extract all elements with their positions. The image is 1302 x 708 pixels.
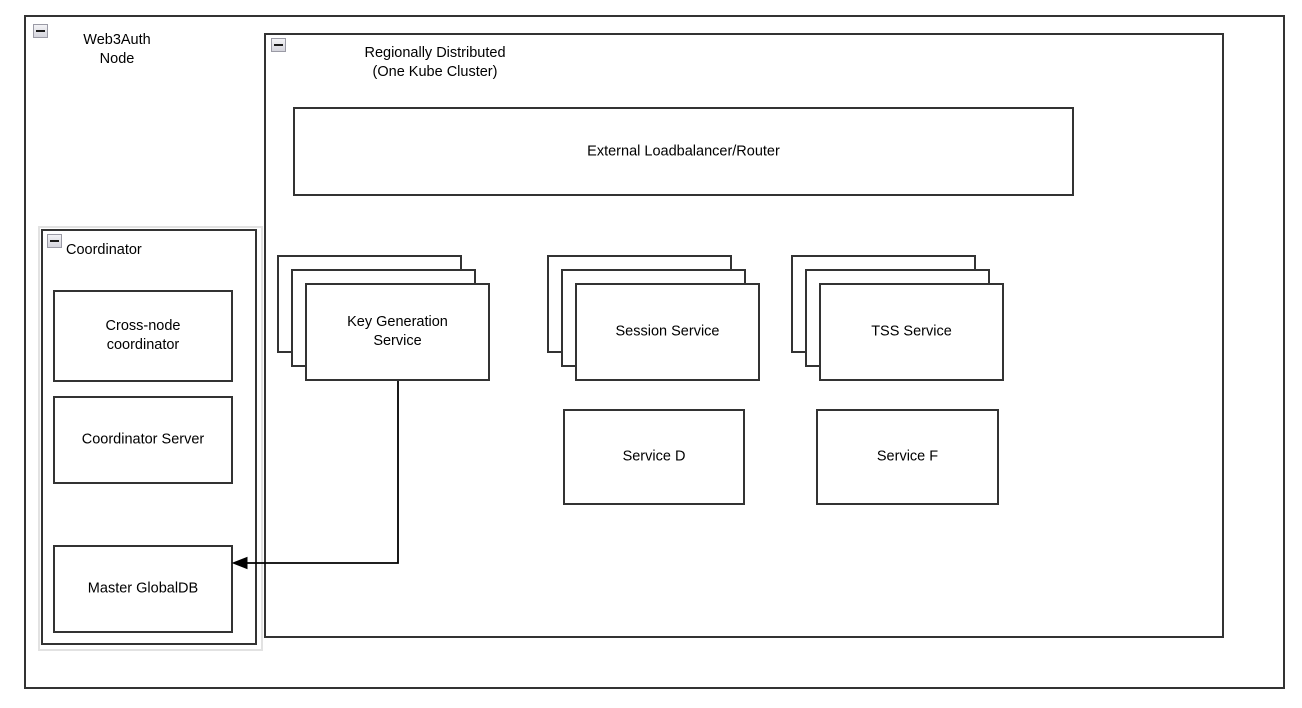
- node-external-loadbalancer[interactable]: External Loadbalancer/Router: [293, 107, 1074, 196]
- node-service-d[interactable]: Service D: [563, 409, 745, 505]
- collapse-minus-icon-coordinator[interactable]: [47, 234, 62, 248]
- stack-layer-front[interactable]: TSS Service: [819, 283, 1004, 381]
- node-coordinator-server[interactable]: Coordinator Server: [53, 396, 233, 484]
- node-label-tss-service: TSS Service: [871, 323, 952, 340]
- node-label-cross-node-coordinator: Cross-node coordinator: [105, 318, 181, 353]
- node-label-service-d: Service D: [622, 448, 686, 465]
- node-label-session-service: Session Service: [615, 323, 720, 340]
- node-label-key-generation-service: Key Generation Service: [347, 314, 448, 349]
- collapse-minus-icon-kube-cluster[interactable]: [271, 38, 286, 52]
- group-label-kube-cluster: Regionally Distributed (One Kube Cluster…: [364, 45, 506, 80]
- node-label-master-globaldb: Master GlobalDB: [87, 580, 199, 597]
- node-stack-session-service[interactable]: Session Service: [547, 255, 760, 381]
- node-label-coordinator-server: Coordinator Server: [81, 431, 205, 448]
- node-label-service-f: Service F: [876, 448, 939, 465]
- node-label-external-loadbalancer: External Loadbalancer/Router: [587, 143, 780, 159]
- node-stack-key-generation-service[interactable]: Key Generation Service: [277, 255, 490, 381]
- group-label-web3auth-node: Web3Auth Node: [83, 32, 151, 67]
- node-service-f[interactable]: Service F: [816, 409, 999, 505]
- group-label-coordinator: Coordinator: [66, 242, 142, 258]
- node-cross-node-coordinator[interactable]: Cross-node coordinator: [53, 290, 233, 382]
- node-master-globaldb[interactable]: Master GlobalDB: [53, 545, 233, 633]
- stack-layer-front[interactable]: Key Generation Service: [305, 283, 490, 381]
- node-stack-tss-service[interactable]: TSS Service: [791, 255, 1004, 381]
- collapse-minus-icon-web3auth[interactable]: [33, 24, 48, 38]
- stack-layer-front[interactable]: Session Service: [575, 283, 760, 381]
